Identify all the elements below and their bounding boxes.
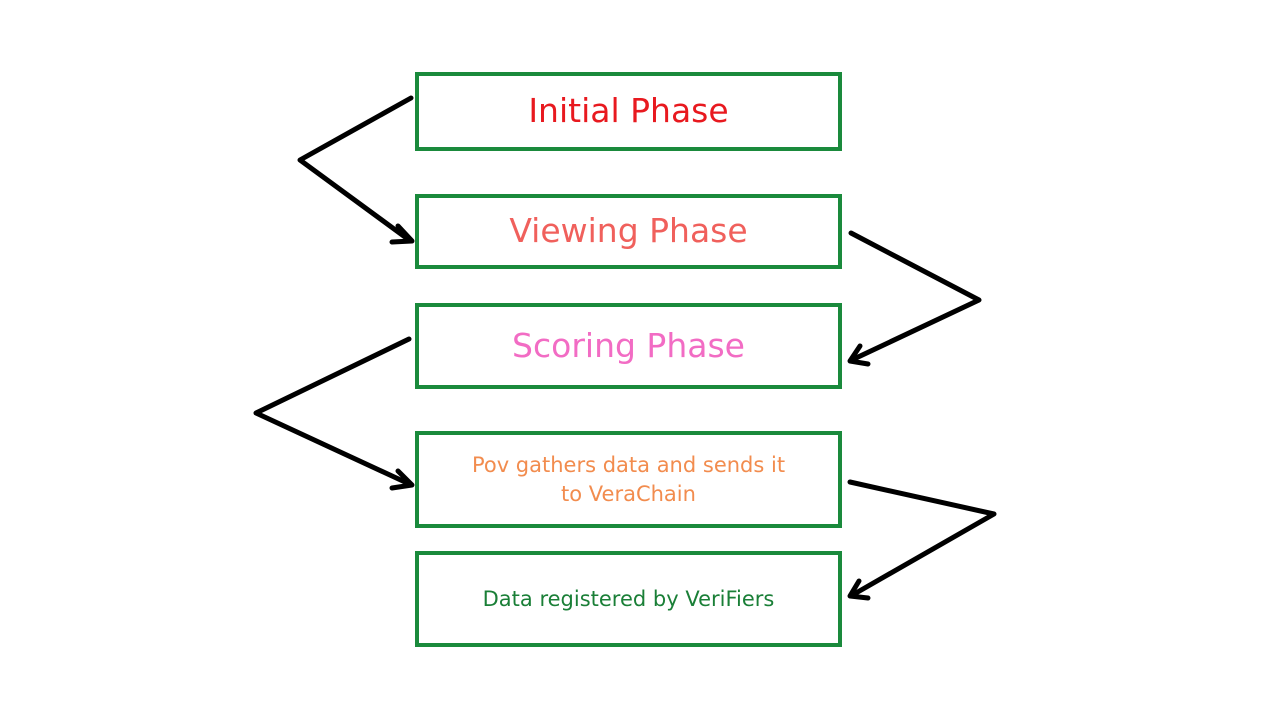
arrowhead-viewing-to-scoring <box>847 343 871 367</box>
edge-viewing-to-scoring <box>848 230 982 361</box>
arrowhead-scoring-to-pov <box>389 468 415 491</box>
node-viewing-phase: Viewing Phase <box>415 194 842 269</box>
node-scoring-phase-label: Scoring Phase <box>512 325 745 365</box>
edge-scoring-to-pov <box>253 336 412 485</box>
node-data-registered-label: Data registered by VeriFiers <box>482 586 775 611</box>
node-scoring-phase: Scoring Phase <box>415 303 842 389</box>
node-initial-phase: Initial Phase <box>415 72 842 151</box>
node-data-registered: Data registered by VeriFiers <box>415 551 842 647</box>
edge-pov-to-data <box>847 479 997 596</box>
edge-initial-to-viewing <box>297 95 414 240</box>
node-pov-gathers-data-label: Pov gathers data and sends it to VeraCha… <box>471 453 786 506</box>
arrowhead-pov-to-data <box>847 578 871 601</box>
node-pov-gathers-data: Pov gathers data and sends it to VeraCha… <box>415 431 842 528</box>
node-viewing-phase-label: Viewing Phase <box>509 211 748 251</box>
arrowhead-initial-to-viewing <box>389 223 415 245</box>
node-initial-phase-label: Initial Phase <box>528 91 729 131</box>
